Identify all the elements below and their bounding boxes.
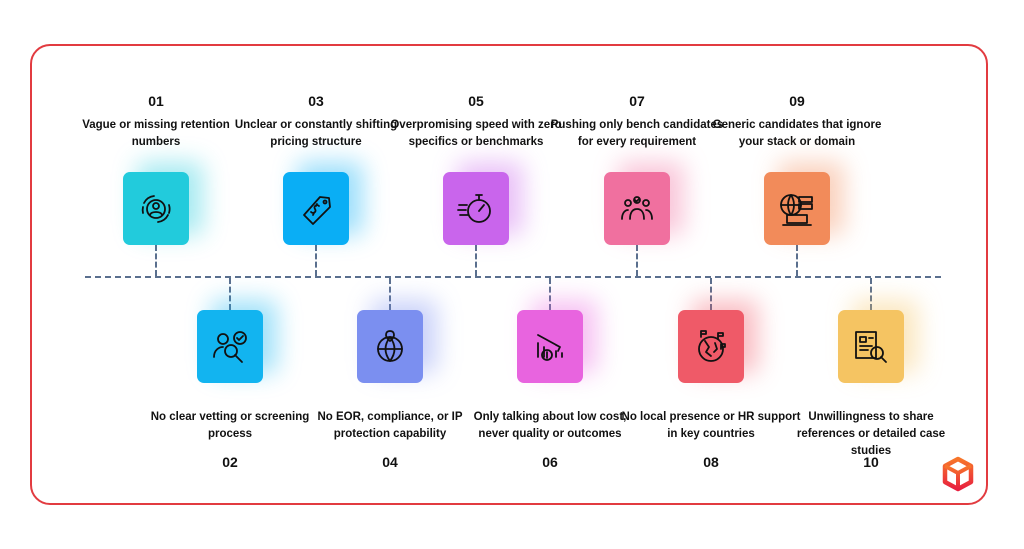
item-icon-box	[283, 172, 349, 245]
item-icon-box	[604, 172, 670, 245]
brand-logo-icon	[942, 456, 974, 492]
timeline-line	[85, 276, 941, 278]
item-number: 05	[468, 93, 484, 109]
connector-line	[710, 278, 712, 310]
connector-line	[475, 245, 477, 276]
globe-server-icon	[780, 193, 813, 226]
item-text: Overpromising speed with zero specifics …	[390, 119, 562, 148]
connector-line	[315, 245, 317, 276]
item-number: 08	[703, 454, 719, 470]
item-text: Vague or missing retention numbers	[82, 119, 230, 148]
item-icon-box	[517, 310, 583, 383]
item-icon-box	[678, 310, 744, 383]
user-search-check-icon	[213, 330, 247, 363]
globe-pin-icon	[377, 329, 403, 362]
item-text: Generic candidates that ignore your stac…	[712, 119, 882, 148]
item-number: 01	[148, 93, 164, 109]
item-text: Unwillingness to share references or det…	[796, 411, 946, 457]
connector-line	[796, 245, 798, 276]
item-number: 06	[542, 454, 558, 470]
user-cycle-icon	[141, 194, 171, 223]
document-search-icon	[855, 330, 887, 363]
infographic-frame	[30, 44, 988, 505]
item-icon-box	[443, 172, 509, 245]
item-text: Only talking about low cost, never quali…	[473, 411, 627, 440]
connector-line	[636, 245, 638, 276]
item-text: No clear vetting or screening process	[150, 411, 310, 440]
team-check-icon	[621, 195, 653, 220]
item-icon-box	[197, 310, 263, 383]
connector-line	[389, 278, 391, 310]
item-icon-box	[764, 172, 830, 245]
price-tag-icon	[303, 195, 331, 225]
item-number: 04	[382, 454, 398, 470]
cost-decline-icon	[537, 333, 563, 361]
connector-line	[870, 278, 872, 310]
connector-line	[229, 278, 231, 310]
connector-line	[155, 245, 157, 276]
stopwatch-icon	[457, 193, 491, 223]
item-number: 09	[789, 93, 805, 109]
item-number: 02	[222, 454, 238, 470]
connector-line	[549, 278, 551, 310]
item-icon-box	[123, 172, 189, 245]
item-number: 03	[308, 93, 324, 109]
globe-flags-icon	[698, 329, 726, 362]
item-number: 07	[629, 93, 645, 109]
item-number: 10	[863, 454, 879, 470]
item-text: No EOR, compliance, or IP protection cap…	[317, 411, 463, 440]
item-icon-box	[838, 310, 904, 383]
item-text: No local presence or HR support in key c…	[621, 411, 801, 440]
item-text: Pushing only bench candidates for every …	[550, 119, 724, 148]
item-text: Unclear or constantly shifting pricing s…	[234, 119, 398, 148]
item-icon-box	[357, 310, 423, 383]
